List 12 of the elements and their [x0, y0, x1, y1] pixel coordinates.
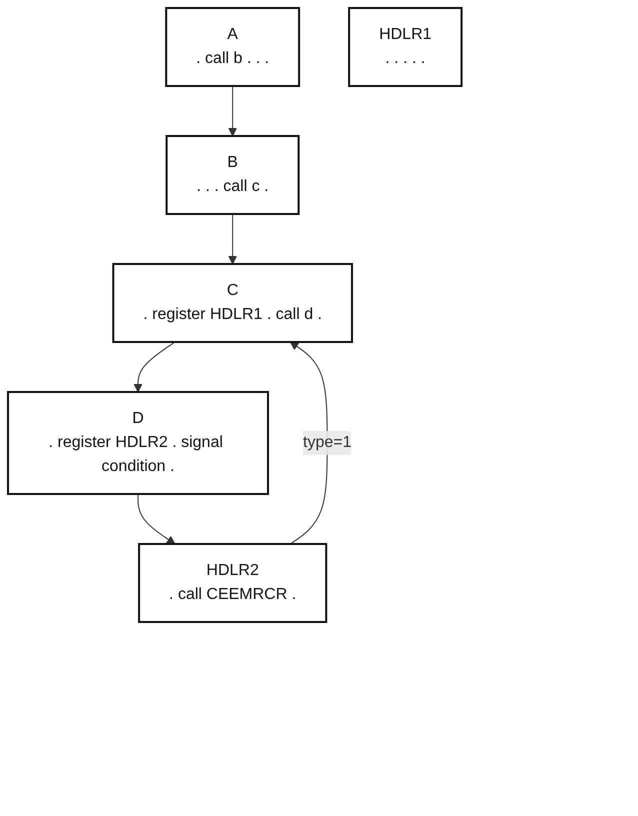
arrow — [134, 342, 176, 392]
arrow — [228, 86, 238, 136]
arrow — [290, 342, 328, 544]
node-box: C . register HDLR1 . call d . — [112, 263, 353, 343]
node-box: A . call b . . . — [165, 7, 300, 87]
arrow — [228, 214, 238, 264]
edge-label: type=1 — [302, 434, 352, 451]
node-box: B . . . call c . — [166, 135, 300, 215]
node-box: HDLR2 . call CEEMRCR . — [138, 542, 328, 623]
node-box: D . register HDLR2 . signal condition . — [7, 391, 269, 495]
node-box: HDLR1 . . . . . — [348, 7, 463, 87]
arrow — [138, 494, 176, 544]
